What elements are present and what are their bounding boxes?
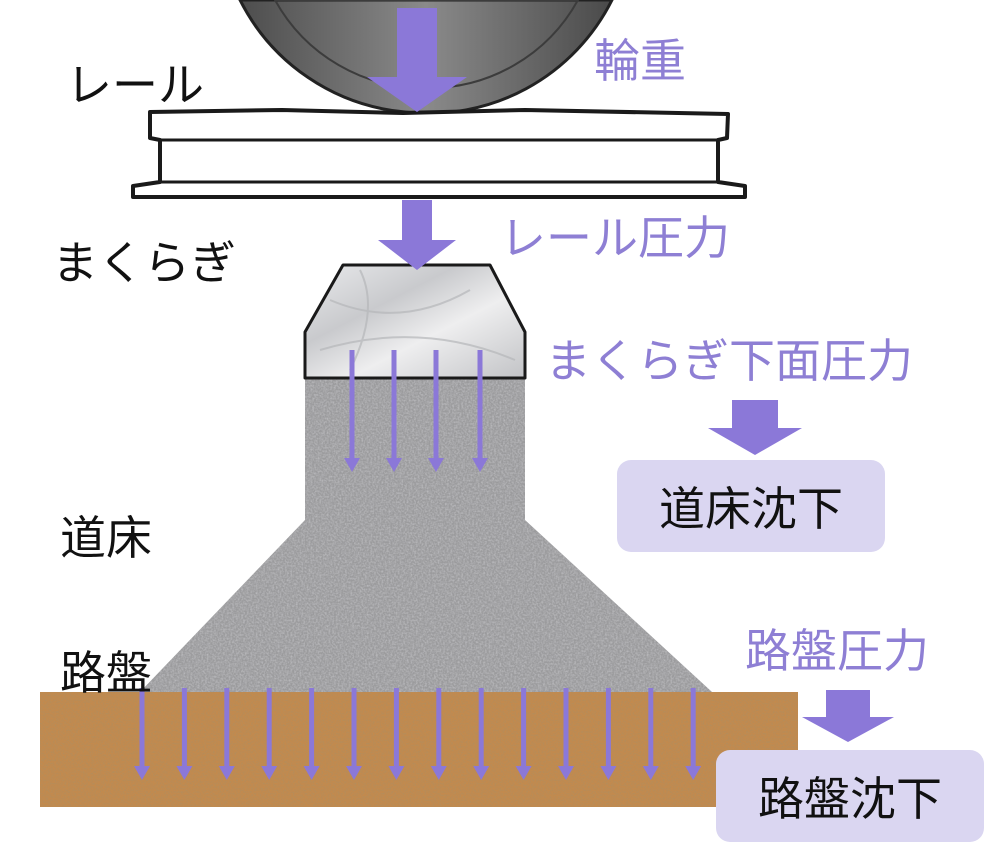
roadbed-pressure-arrow [642,688,659,780]
ballast-settlement-label: 道床沈下 [659,482,843,536]
sleeper-bottom-pressure-label: まくらぎ下面圧力 [545,334,913,388]
roadbed-pressure-arrow [473,688,490,780]
roadbed [40,692,798,807]
roadbed-pressure-arrow [685,688,702,780]
rail-label: レール [66,58,204,112]
ballast-label: 道床 [60,511,152,565]
roadbed-settlement-label: 路盤沈下 [758,772,942,826]
roadbed-pressure-arrow [600,688,617,780]
roadbed-pressure-label: 路盤圧力 [745,624,929,678]
roadbed-pressure-arrow [303,688,320,780]
ballast-settlement-arrow [708,400,802,455]
rail-pressure-label: レール圧力 [500,211,730,265]
wheel-load-label: 輪重 [594,34,686,88]
wheel-load-arrow [367,8,467,112]
roadbed-pressure-arrows [134,688,702,780]
rail-pressure-arrow [378,200,456,270]
roadbed-pressure-arrow [218,688,235,780]
sleeper-pressure-arrow [472,350,488,472]
ballast-settlement-box: 道床沈下 [617,460,885,552]
roadbed-pressure-arrow [134,688,150,780]
roadbed-pressure-arrow [515,688,532,780]
roadbed-label: 路盤 [60,646,152,700]
sleeper-label: まくらぎ [52,236,236,290]
sleeper-pressure-arrows [344,350,488,472]
sleeper-pressure-arrow [428,350,444,472]
sleeper-pressure-arrow [386,350,402,472]
roadbed-pressure-arrow [176,688,193,780]
roadbed-pressure-arrow [430,688,447,780]
roadbed-settlement-box: 路盤沈下 [716,750,984,842]
sleeper [303,263,527,380]
roadbed-pressure-arrow [558,688,574,780]
sleeper-pressure-arrow [344,350,360,472]
roadbed-settlement-arrow [802,690,894,742]
roadbed-pressure-arrow [388,688,405,780]
roadbed-pressure-arrow [261,688,278,780]
ballast [140,378,712,692]
rail [131,108,747,199]
roadbed-pressure-arrow [346,688,362,780]
